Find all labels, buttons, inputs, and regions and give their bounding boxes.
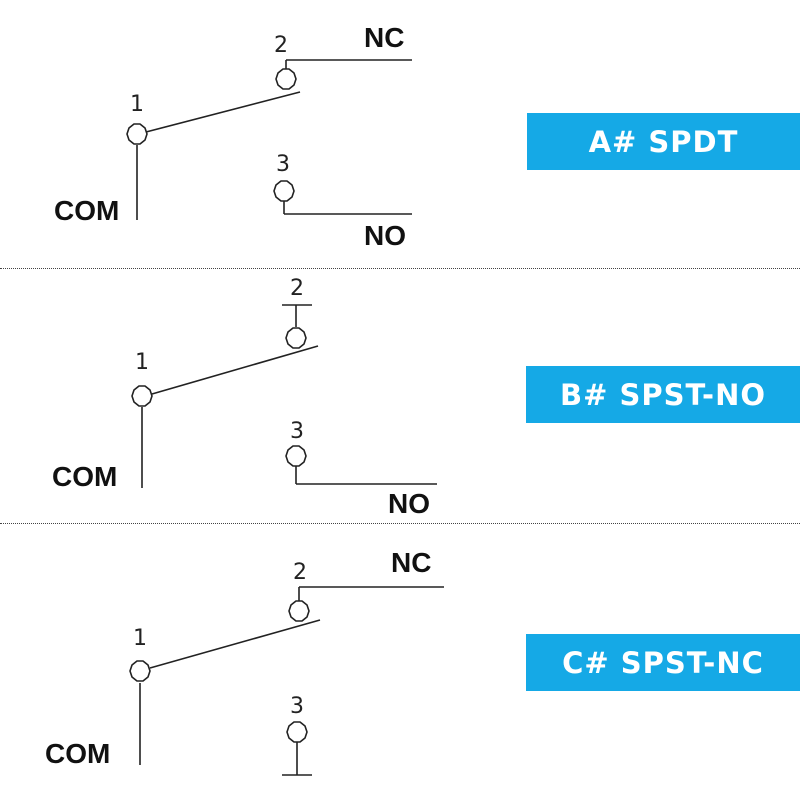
pin-label-2: 2 bbox=[290, 276, 304, 301]
nc-label: NC bbox=[364, 22, 405, 53]
spdt-schematic bbox=[126, 59, 412, 220]
switch-arm bbox=[149, 619, 321, 669]
spst-nc-schematic bbox=[129, 586, 444, 776]
pin-label-1: 1 bbox=[133, 626, 147, 651]
pin-label-3: 3 bbox=[276, 152, 290, 177]
terminal-2 bbox=[275, 68, 297, 90]
switch-arm bbox=[151, 345, 319, 395]
terminal-1 bbox=[131, 385, 153, 407]
pin-label-2: 2 bbox=[293, 560, 307, 585]
pin-label-2: 2 bbox=[274, 33, 288, 58]
terminal-1 bbox=[129, 660, 151, 682]
terminal-2 bbox=[288, 600, 310, 622]
terminal-2 bbox=[285, 327, 307, 349]
spst-no-badge: B# SPST-NO bbox=[526, 366, 800, 423]
com-label: COM bbox=[54, 195, 120, 226]
com-label: COM bbox=[45, 738, 111, 769]
terminal-3 bbox=[273, 180, 295, 202]
spst-no-schematic bbox=[131, 304, 437, 488]
com-label: COM bbox=[52, 461, 118, 492]
section-divider bbox=[0, 268, 800, 269]
spst-nc-badge: C# SPST-NC bbox=[526, 634, 800, 691]
no-label: NO bbox=[364, 220, 406, 251]
section-divider bbox=[0, 523, 800, 524]
no-label: NO bbox=[388, 488, 430, 519]
terminal-1 bbox=[126, 123, 148, 145]
terminal-3 bbox=[286, 721, 308, 743]
switch-arm bbox=[145, 91, 301, 133]
pin-label-1: 1 bbox=[135, 350, 149, 375]
terminal-3 bbox=[285, 445, 307, 467]
pin-label-1: 1 bbox=[130, 92, 144, 117]
pin-label-3: 3 bbox=[290, 419, 304, 444]
nc-label: NC bbox=[391, 547, 432, 578]
spdt-badge: A# SPDT bbox=[527, 113, 800, 170]
pin-label-3: 3 bbox=[290, 694, 304, 719]
